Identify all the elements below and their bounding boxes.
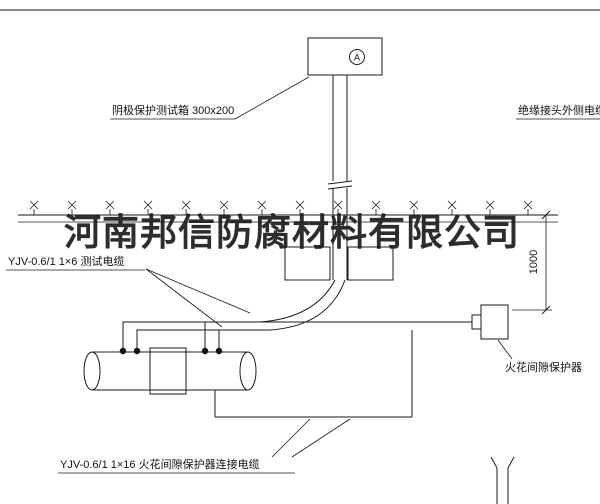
pipeline — [83, 347, 257, 395]
test-cable-label: YJV-0.6/1 1×6 测试电缆 — [8, 255, 124, 268]
test-box: A — [307, 37, 383, 76]
insulated-joint — [149, 347, 187, 395]
protector-cable-label: YJV-0.6/1 1×16 火花间隙保护器连接电缆 — [60, 457, 260, 471]
foundation-blocks — [284, 246, 394, 281]
insulated-joint-cable-label: 绝缘接头外侧电缆 — [518, 103, 600, 117]
annotation-insulated-joint-cable: 绝缘接头外侧电缆 — [516, 103, 600, 120]
foundation-block-left — [284, 246, 331, 281]
ground-line — [18, 214, 558, 223]
test-cable-2 — [136, 279, 346, 349]
ammeter-symbol — [349, 49, 365, 65]
pipe-end-left — [83, 351, 101, 391]
test-box-label: 阴极保护测试箱 300x200 — [112, 103, 234, 117]
spark-gap-protector-label: 火花间隙保护器 — [505, 360, 582, 374]
dimension-1000-text: 1000 — [528, 250, 540, 274]
dimension-1000: 1000 — [512, 210, 552, 315]
riser-conduit — [327, 75, 353, 280]
ammeter-letter: A — [354, 53, 360, 63]
cables — [122, 279, 472, 418]
cable-weld-points — [119, 347, 223, 355]
pipe-end-right — [239, 351, 257, 391]
watermark: 河南邦信防腐材料有限公司 — [64, 210, 520, 254]
spark-gap-leader — [497, 339, 513, 360]
ground-surface-symbols — [29, 200, 533, 215]
test-cable-1 — [122, 279, 336, 349]
riser-symbol-bottom-right — [490, 456, 515, 504]
foundation-block-right — [347, 246, 394, 281]
spark-gap-protector — [471, 304, 513, 360]
annotation-test-box: 阴极保护测试箱 300x200 — [110, 76, 310, 120]
annotation-protector-cable: YJV-0.6/1 1×16 火花间隙保护器连接电缆 — [58, 418, 351, 474]
annotation-test-cable: YJV-0.6/1 1×6 测试电缆 — [6, 255, 251, 328]
